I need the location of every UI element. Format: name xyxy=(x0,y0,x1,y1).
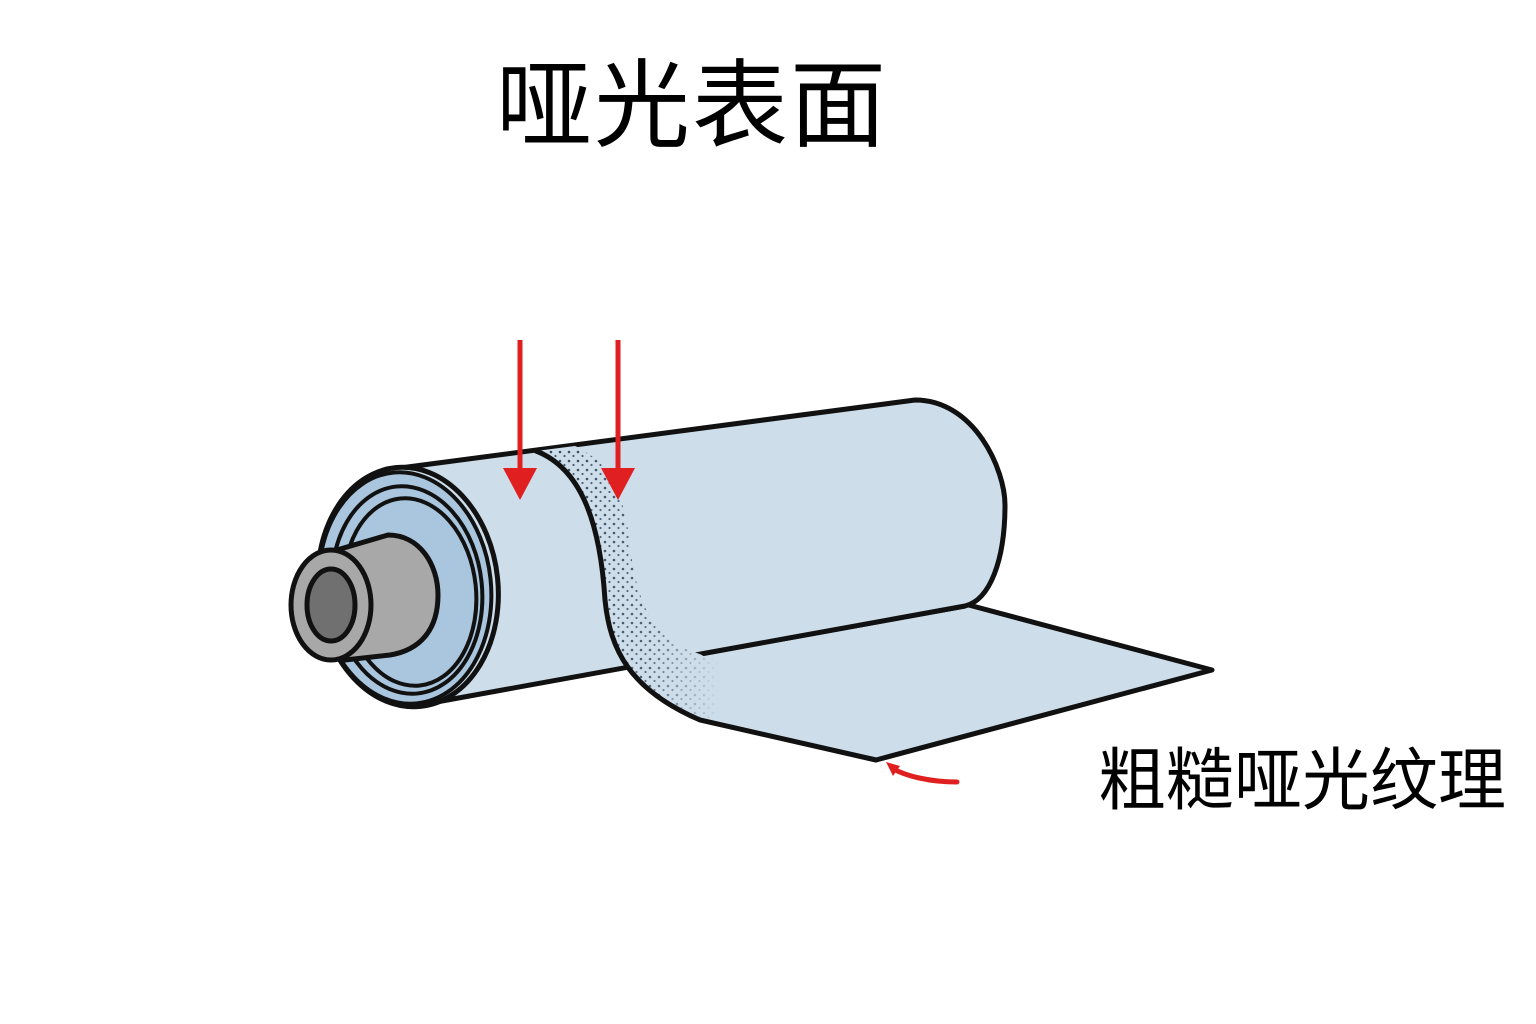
arrow-matte-surface-icon xyxy=(601,340,635,500)
texture-label: 粗糙哑光纹理 xyxy=(1098,742,1507,821)
film-roll-body xyxy=(397,397,1008,708)
diagram-title: 哑光表面 xyxy=(496,50,888,162)
roll-core xyxy=(288,532,441,663)
arrow-smooth-surface-icon xyxy=(503,340,537,500)
arrow-texture-pointer-icon xyxy=(886,762,960,785)
